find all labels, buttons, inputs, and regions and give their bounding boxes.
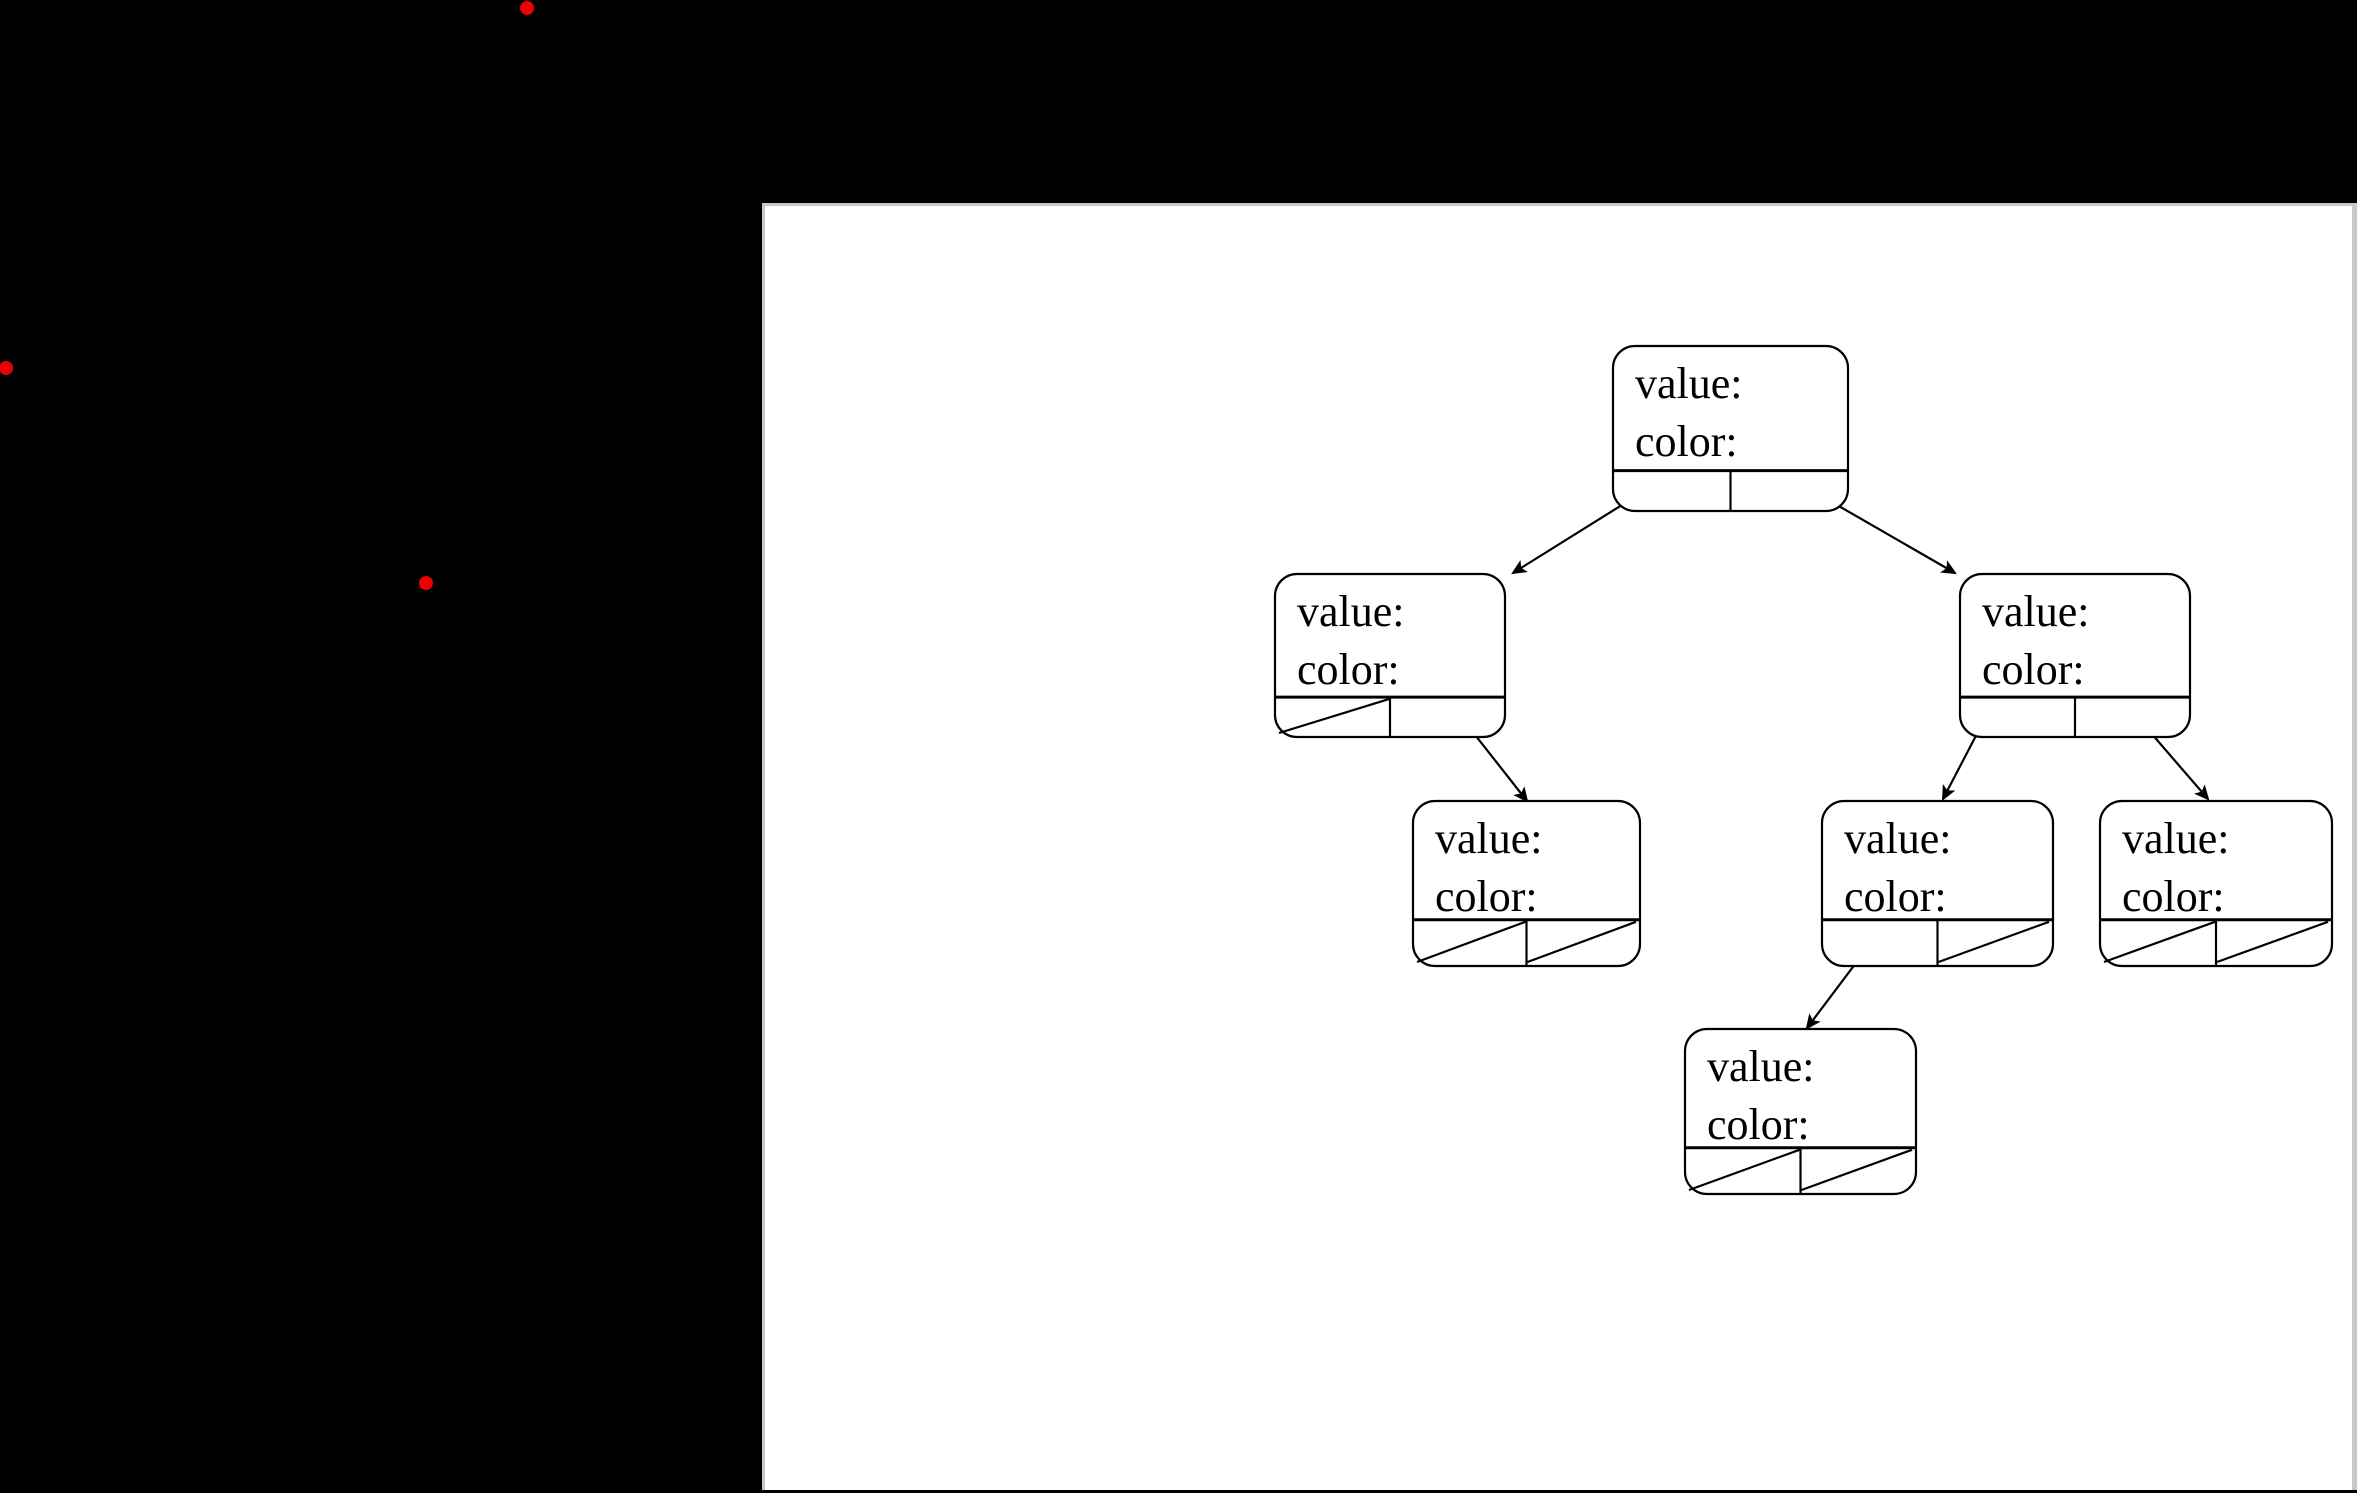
cursor-dot-middle <box>419 576 433 590</box>
node-right-right-grandchild[interactable]: value: color: <box>2098 799 2334 968</box>
node-left-right-grandchild-right-null-slash <box>1527 920 1637 964</box>
tree-diagram-panel: value:color:value:color:value:color:valu… <box>762 203 2357 1490</box>
node-deepest-leaf-right-null-slash <box>1801 1148 1913 1192</box>
node-right-child-value-label: value: <box>1982 587 2090 636</box>
node-left-child-left-null-slash <box>1278 698 1390 735</box>
node-left-right-grandchild[interactable]: value: color: <box>1411 799 1642 968</box>
node-left-child-color-label: color: <box>1297 645 1400 694</box>
node-left-child-value-label: value: <box>1297 587 1405 636</box>
node-deepest-leaf-value-label: value: <box>1707 1042 1815 1091</box>
node-deepest-leaf[interactable]: value: color: <box>1683 1027 1918 1196</box>
node-deepest-leaf-color-label: color: <box>1707 1100 1810 1149</box>
cursor-dot-top <box>520 1 534 15</box>
node-right-left-grandchild[interactable]: value: color: <box>1820 799 2055 968</box>
node-right-child-color-label: color: <box>1982 645 2085 694</box>
node-root-value-label: value: <box>1635 359 1743 408</box>
node-right-child[interactable]: value: color: <box>1958 572 2192 739</box>
node-left-child[interactable]: value: color: <box>1273 572 1507 739</box>
node-right-right-grandchild-value-label: value: <box>2122 814 2230 863</box>
cursor-dot-left <box>0 361 13 375</box>
node-left-right-grandchild-value-label: value: <box>1435 814 1543 863</box>
node-left-right-grandchild-color-label: color: <box>1435 872 1538 921</box>
node-root-color-label: color: <box>1635 417 1738 466</box>
node-right-right-grandchild-color-label: color: <box>2122 872 2225 921</box>
node-right-left-grandchild-value-label: value: <box>1844 814 1952 863</box>
node-right-right-grandchild-left-null-slash <box>2103 920 2216 964</box>
node-root[interactable]: value: color: <box>1611 344 1850 513</box>
node-right-right-grandchild-right-null-slash <box>2216 920 2329 964</box>
tree-diagram-svg: value:color:value:color:value:color:valu… <box>1273 344 2334 1196</box>
node-right-left-grandchild-color-label: color: <box>1844 872 1947 921</box>
node-left-right-grandchild-left-null-slash <box>1416 920 1526 964</box>
node-deepest-leaf-left-null-slash <box>1688 1148 1800 1192</box>
node-right-left-grandchild-right-null-slash <box>1938 920 2050 964</box>
